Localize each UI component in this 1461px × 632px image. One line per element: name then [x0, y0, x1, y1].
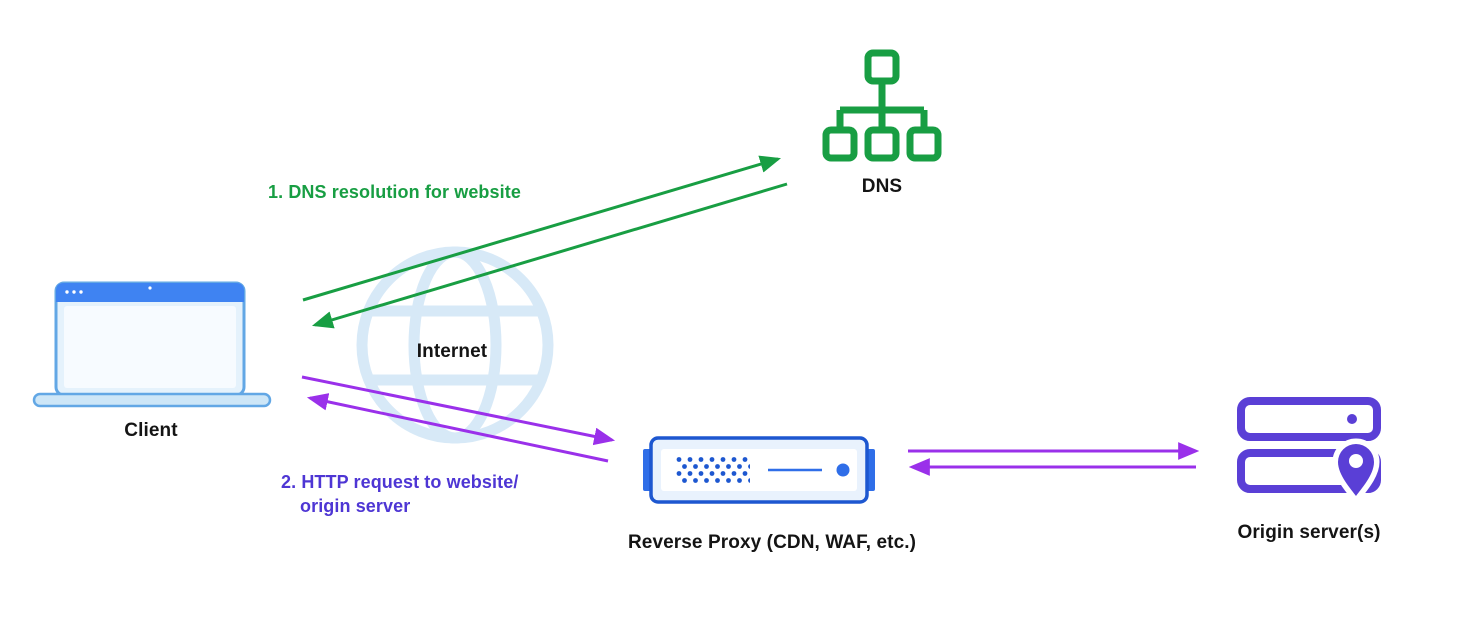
flow-label-http-request-line1: 2. HTTP request to website/ [281, 472, 519, 492]
arrow-client-to-dns [302, 155, 782, 302]
grille-dots [676, 456, 750, 484]
server-appliance-icon [643, 436, 875, 504]
location-pin-icon [1338, 444, 1374, 496]
dns-label: DNS [861, 176, 903, 197]
origin-server-label: Origin server(s) [1237, 522, 1381, 543]
internet-label: Internet [416, 341, 488, 362]
flow-label-http-request-line2: origin server [300, 496, 411, 517]
flow-arrows [301, 155, 1200, 476]
arrow-client-to-proxy [301, 375, 616, 446]
server-stack-location-pin-icon [1237, 397, 1381, 506]
client-label: Client [124, 420, 178, 441]
flow-label-http-request: 2. HTTP request to website/ origin serve… [281, 470, 518, 519]
arrow-dns-to-client [311, 182, 788, 329]
reverse-proxy-label: Reverse Proxy (CDN, WAF, etc.) [627, 532, 917, 553]
flow-label-dns-resolution: 1. DNS resolution for website [268, 182, 521, 202]
laptop-icon [32, 281, 272, 408]
arrow-proxy-to-client [306, 393, 609, 463]
dns-tree-icon [822, 49, 942, 162]
globe-icon [356, 246, 554, 444]
